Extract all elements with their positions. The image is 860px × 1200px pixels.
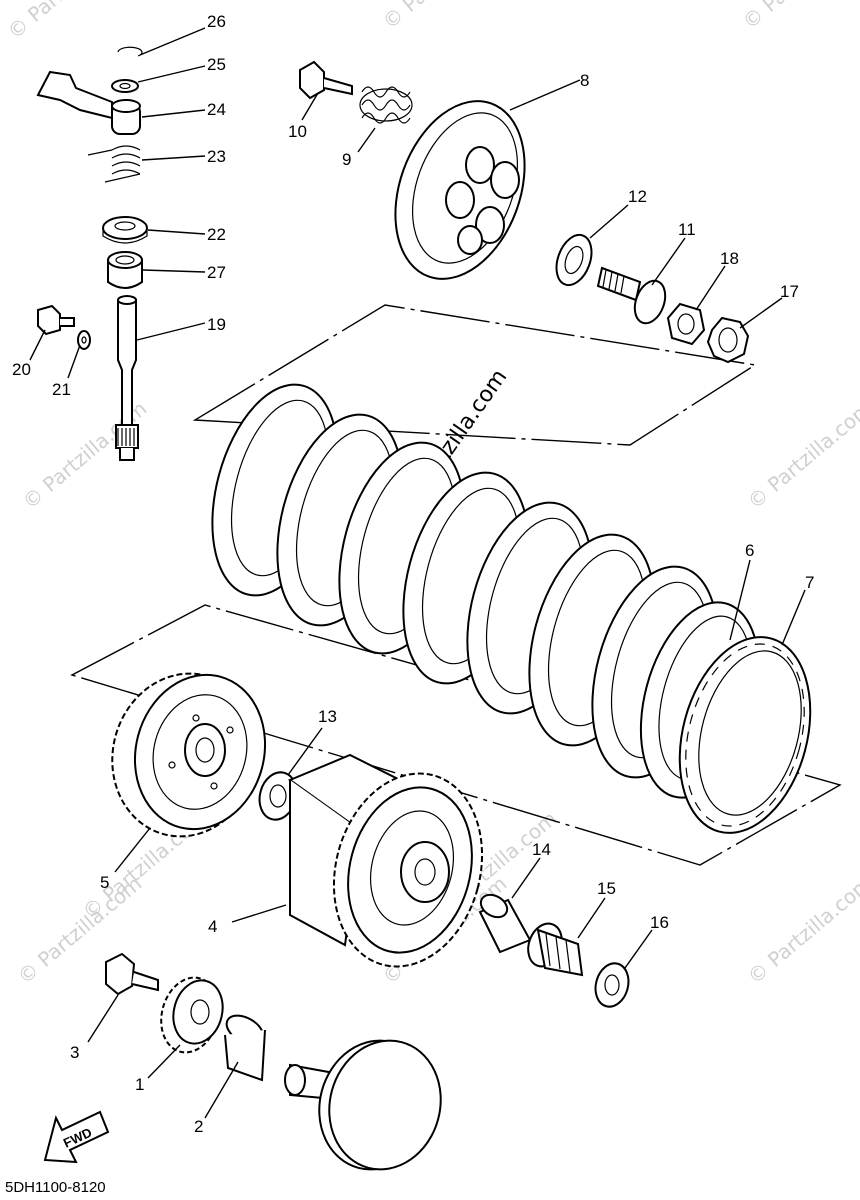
callout-24: 24 (207, 100, 226, 119)
clutch-plate-stack (211, 383, 812, 834)
callout-12: 12 (628, 187, 647, 206)
primary-driven-gear-5 (111, 672, 267, 838)
circlip-26 (117, 46, 143, 57)
callout-9: 9 (342, 150, 351, 169)
pressure-plate-8 (394, 100, 526, 280)
watermark: © Partzilla.com (378, 0, 512, 34)
spacer-14 (478, 893, 532, 954)
callout-19: 19 (207, 315, 226, 334)
callout-2: 2 (194, 1117, 203, 1136)
callout-14: 14 (532, 840, 551, 859)
plate-group-outline-lower (70, 604, 842, 866)
leader-lines (29, 27, 806, 1119)
diagram-code: 5DH1100-8120 (5, 1179, 106, 1196)
callout-15: 15 (597, 879, 616, 898)
callout-3: 3 (70, 1043, 79, 1062)
oil-seal-12 (555, 233, 593, 287)
bearing-22 (102, 216, 148, 244)
callout-labels: 26 25 24 23 22 27 19 20 21 10 9 8 12 11 … (12, 12, 814, 1136)
push-rod-11 (596, 266, 667, 325)
release-lever-assembly (36, 46, 143, 183)
callout-17: 17 (780, 282, 799, 301)
callout-11: 11 (678, 220, 696, 239)
callout-26: 26 (207, 12, 226, 31)
callout-27: 27 (207, 263, 226, 282)
callout-25: 25 (207, 55, 226, 74)
callout-23: 23 (207, 147, 226, 166)
fwd-arrow-icon: FWD (43, 1110, 110, 1164)
friction-plate-7 (678, 636, 812, 834)
callout-5: 5 (100, 873, 109, 892)
push-lever-shaft-19 (115, 295, 139, 461)
callout-22: 22 (207, 225, 226, 244)
callout-10: 10 (288, 122, 307, 141)
crankshaft-end (284, 1039, 442, 1171)
collar-27 (107, 251, 143, 289)
callout-4: 4 (208, 917, 217, 936)
bolt-10 (299, 60, 353, 100)
bolt-3 (105, 952, 159, 996)
washer-25 (111, 79, 139, 93)
watermark: © Partzilla.com (3, 0, 137, 44)
needle-bearing-15 (527, 922, 584, 977)
washer-21 (77, 330, 91, 350)
primary-drive-gear-1 (160, 976, 224, 1054)
callout-13: 13 (318, 707, 337, 726)
watermark: © Partzilla.com (743, 396, 860, 514)
spring-9 (359, 86, 413, 124)
watermark: © Partzilla.com (743, 871, 860, 989)
callout-7: 7 (805, 573, 814, 592)
lever-arm (36, 70, 113, 120)
spring-23 (87, 145, 141, 183)
callout-21: 21 (52, 380, 71, 399)
collar-2 (224, 1014, 266, 1082)
callout-6: 6 (745, 541, 754, 560)
washer-16 (594, 962, 630, 1008)
watermark: © Partzilla.com (738, 0, 860, 34)
bolt-20 (37, 304, 75, 336)
plate-group-outline-upper (192, 304, 757, 446)
lock-washer-17 (706, 316, 750, 364)
clutch-housing-4 (287, 753, 484, 968)
callout-8: 8 (580, 71, 589, 90)
nut-18 (666, 302, 706, 346)
callout-16: 16 (650, 913, 669, 932)
callout-20: 20 (12, 360, 31, 379)
callout-1: 1 (135, 1075, 144, 1094)
callout-18: 18 (720, 249, 739, 268)
